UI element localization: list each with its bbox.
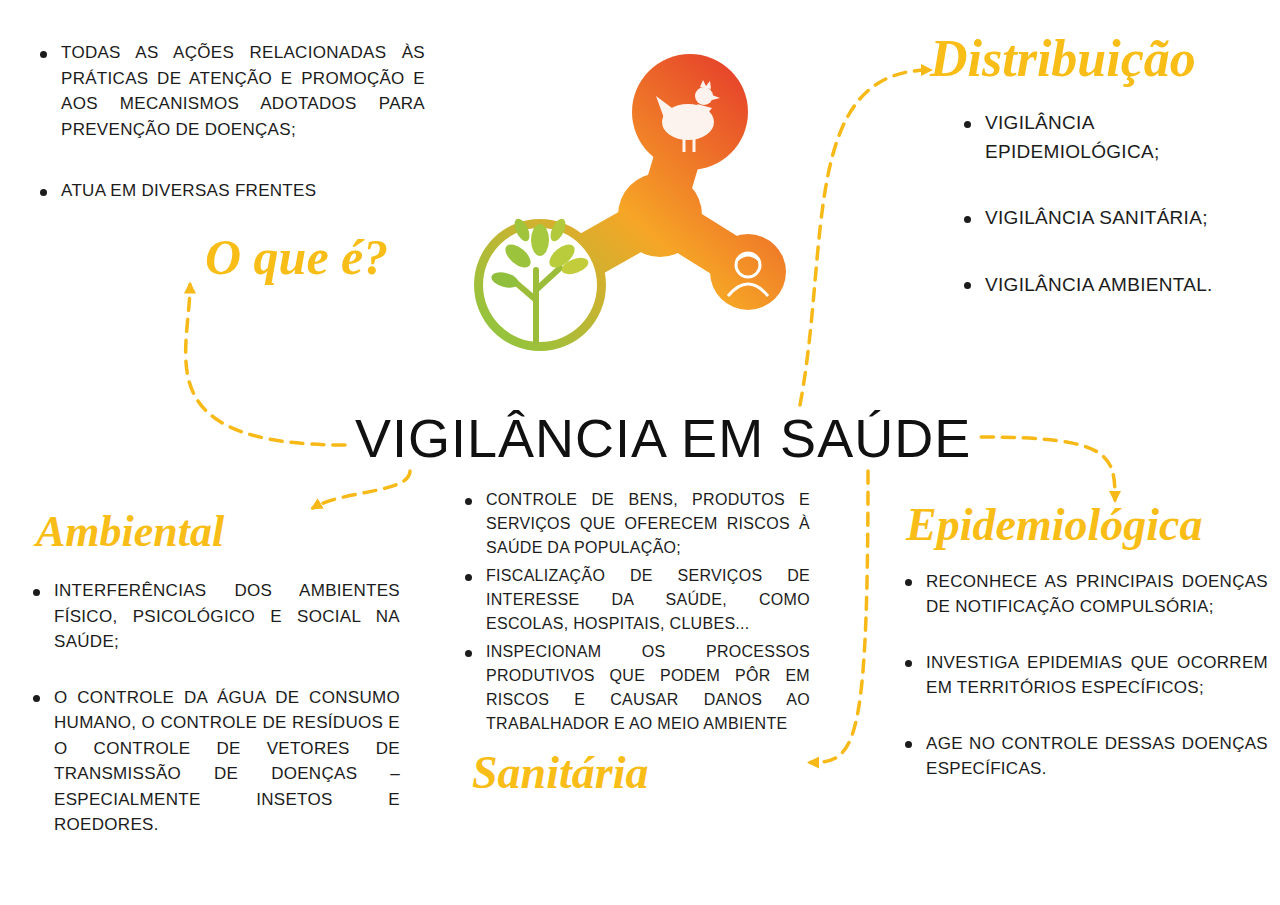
- bullet-text: INSPECIONAM OS PROCESSOS PRODUTIVOS QUE …: [460, 640, 810, 736]
- tree-icon: [490, 217, 591, 342]
- bullet-text: INVESTIGA EPIDEMIAS QUE OCORREM EM TERRI…: [900, 650, 1268, 701]
- chicken-ring: [632, 54, 748, 170]
- dashed-arrow: [313, 471, 410, 508]
- bullet-text: VIGILÂNCIA SANITÁRIA;: [959, 204, 1260, 233]
- section-heading: Sanitária: [460, 748, 810, 799]
- dashed-arrow: [810, 471, 868, 763]
- definition-block: TODAS AS AÇÕES RELACIONADAS ÀS PRÁTICAS …: [35, 40, 425, 285]
- dashed-arrow: [800, 70, 930, 405]
- chicken-icon: [656, 80, 720, 152]
- bullet-text: ATUA EM DIVERSAS FRENTES: [35, 178, 425, 204]
- environmental-block: AmbientalINTERFERÊNCIAS DOS AMBIENTES FÍ…: [28, 508, 400, 838]
- bullet-text: RECONHECE AS PRINCIPAIS DOENÇAS DE NOTIF…: [900, 569, 1268, 620]
- sanitary-block: CONTROLE DE BENS, PRODUTOS E SERVIÇOS QU…: [460, 488, 810, 799]
- tree-disc: [483, 228, 597, 342]
- bullet-text: VIGILÂNCIA AMBIENTAL.: [959, 271, 1260, 300]
- section-heading: Ambiental: [28, 508, 400, 556]
- bullet-text: AGE NO CONTROLE DESSAS DOENÇAS ESPECÍFIC…: [900, 731, 1268, 782]
- bullet-text: VIGILÂNCIA EPIDEMIOLÓGICA;: [959, 109, 1260, 166]
- bullet-text: O CONTROLE DA ÁGUA DE CONSUMO HUMANO, O …: [28, 685, 400, 838]
- distribution-block: DistribuiçãoVIGILÂNCIA EPIDEMIOLÓGICA; VI…: [930, 30, 1260, 299]
- tree-ring: [474, 219, 606, 351]
- section-heading: O que é?: [35, 230, 425, 285]
- section-heading: Distribuição: [930, 30, 1260, 87]
- dashed-arrow: [981, 437, 1115, 500]
- epidemiological-block: EpidemiológicaRECONHECE AS PRINCIPAIS DO…: [900, 500, 1268, 782]
- spinner-hub: [618, 173, 702, 257]
- dashed-arrow: [186, 285, 345, 446]
- spinner-arms: [545, 115, 745, 280]
- bullet-text: CONTROLE DE BENS, PRODUTOS E SERVIÇOS QU…: [460, 488, 810, 560]
- bullet-text: INTERFERÊNCIAS DOS AMBIENTES FÍSICO, PSI…: [28, 578, 400, 655]
- section-heading: Epidemiológica: [900, 500, 1268, 551]
- bullet-text: TODAS AS AÇÕES RELACIONADAS ÀS PRÁTICAS …: [35, 40, 425, 142]
- central-title: VIGILÂNCIA EM SAÚDE: [345, 405, 981, 471]
- central-title: VIGILÂNCIA EM SAÚDE: [345, 405, 981, 471]
- person-ring: [710, 234, 786, 310]
- person-icon: [728, 253, 768, 296]
- bullet-text: FISCALIZAÇÃO DE SERVIÇOS DE INTERESSE DA…: [460, 564, 810, 636]
